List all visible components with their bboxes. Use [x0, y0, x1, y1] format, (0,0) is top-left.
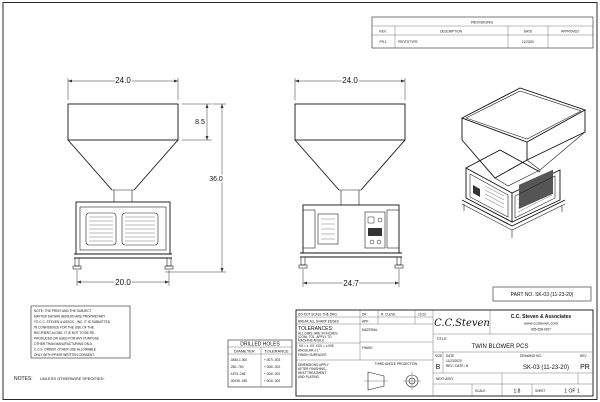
title-block: DO NOT SCALE THE DRG. BREAK ALL SHARP ED…	[295, 309, 594, 397]
description-header: DESCRIPTION	[440, 30, 462, 34]
diameter-header: DIAMETER	[234, 348, 255, 353]
note-line-0: NOTE: THE PRINT AND THE SUBJECT	[34, 309, 91, 313]
hole-tolerance-3: +.003/-.002	[264, 379, 280, 383]
left-blower-grille	[85, 212, 117, 246]
front-view: 24.0 8.5 36.0	[67, 75, 226, 289]
break-edges-note: BREAK ALL SHARP EDGES	[298, 320, 339, 324]
company-phone: 805-658-0207	[531, 328, 551, 332]
date-header: DATE	[524, 30, 532, 34]
rev-row-description: PROTOTYPE	[398, 40, 418, 44]
size-value: B	[436, 364, 441, 371]
next-assy-label: NEXT ASSY	[436, 377, 455, 381]
isometric-view	[460, 87, 587, 238]
drawing-no-label: DRAWING NO.	[520, 354, 542, 358]
hole-diameter-1: .250-.750	[230, 365, 244, 369]
notes-label: NOTES:	[14, 376, 33, 382]
part-number: PART NO. SK-03 (11-23-20)	[511, 292, 574, 298]
tol-line-4: ANGULAR ± 1°	[298, 349, 321, 353]
sheet-value: 1 OF 1	[564, 389, 580, 395]
note-line-8: ONLY WITH PRIOR WRITTEN CONSENT.	[34, 353, 95, 357]
rev-date-value: REV / DATE / B	[446, 364, 468, 368]
date-label: DATE	[446, 354, 454, 358]
note-line-1: MATTER SHOWN HEREON ARE PROPRIETARY	[34, 315, 106, 319]
drawing-no-value: SK-03 (11-23-20)	[523, 365, 569, 371]
right-blower-grille	[121, 212, 159, 246]
tol-line-3: .XX = ± .03 .XXX = ±.005	[298, 344, 334, 348]
note-line-4: RECIPIENT ALONE. IT IS NOT TO BE RE-	[34, 331, 95, 335]
note-line-5: PRODUCED OR USED FOR ANY PURPOSE	[34, 337, 99, 341]
approved-header: APPROVED	[561, 30, 579, 34]
tol-line-5: FINISH SURFACES	[298, 353, 327, 357]
hole-diameter-2: .1875-.248	[230, 372, 245, 376]
size-label: SIZE	[435, 354, 442, 358]
do-not-scale-note: DO NOT SCALE THE DRG.	[298, 313, 338, 317]
revisions-title: REVISIONS	[471, 20, 493, 25]
tolerance-header: TOLERANCE	[264, 348, 289, 353]
dims-note-3: AND PLATING	[298, 375, 320, 379]
tolerances-label: TOLERANCES:	[298, 326, 333, 332]
rev-header: REV.	[379, 30, 386, 34]
rev-value: PR	[580, 364, 590, 371]
company-name: C.C. Steven & Associates	[511, 314, 572, 320]
company-website: www.ccsteven.com	[524, 321, 559, 326]
projection-label: THIRD ANGLE PROJECTION	[375, 362, 418, 366]
note-line-7: C.C.S. ORDER. OTHER USE ALLOWABLE	[34, 348, 96, 352]
date-value: 11/23/2020	[446, 359, 462, 363]
side-base-width-dim: 24.7	[343, 279, 359, 288]
notes-value: UNLESS OTHERWISE SPECIFIED:	[40, 376, 105, 381]
rev-row-rev: PR.1	[379, 40, 386, 44]
front-top-width-dim: 24.0	[115, 76, 131, 85]
signature-logo: C.C.Steven	[434, 318, 490, 329]
hopper-height-dim: 8.5	[195, 119, 205, 126]
title-label: TITLE	[436, 336, 447, 341]
tol-line-0: ALL DIMS. ARE IN INCHES	[298, 332, 338, 336]
hole-tolerance-0: +.007/-.003	[264, 358, 280, 362]
note-line-6: OTHER THAN MANUFACTURING ON A	[34, 342, 93, 346]
sheet-label: SHEET	[535, 389, 546, 393]
dr-value: R. CLEVE	[381, 313, 396, 317]
tol-line-1: (CONL TOL. APPLY TO	[298, 335, 332, 339]
drilled-holes-title: DRILLED HOLES	[240, 342, 280, 348]
finish-label: FINISH	[362, 346, 373, 350]
hole-diameter-3: .00135-.185	[230, 379, 247, 383]
material-label: MATERIAL	[362, 328, 378, 332]
dr-date: 11/23	[418, 313, 426, 317]
dims-note-1: AFTER FINISHING,	[298, 367, 326, 371]
overall-height-dim: 36.0	[209, 176, 223, 183]
dims-note-2: HEAT TREATMENT	[298, 371, 326, 375]
base-width-dim: 20.0	[115, 278, 131, 287]
hole-diameter-0: .0456-1.000	[230, 358, 247, 362]
rev-label: REV	[580, 354, 587, 358]
drilled-holes-table: DRILLED HOLES DIAMETER TOLERANCE .0456-1…	[227, 339, 293, 388]
revisions-table: REVISIONS REV. DESCRIPTION DATE APPROVED…	[371, 16, 594, 49]
scale-label: SCALE	[475, 389, 485, 393]
side-top-width-dim: 24.0	[342, 76, 358, 85]
title-value: TWIN BLOWER PCS	[471, 344, 528, 350]
tol-line-2: MACHINE ANGLE	[298, 339, 324, 343]
side-view: 24.0 24.7	[294, 75, 406, 290]
proprietary-note: NOTE: THE PRINT AND THE SUBJECT MATTER S…	[30, 305, 131, 359]
app-label: APP	[362, 320, 368, 324]
dr-label: DR	[362, 313, 367, 317]
projection-cone-icon	[367, 371, 385, 391]
note-line-3: IN CONFIDENCE FOR THE USE OF THE	[34, 326, 94, 330]
dims-note-0: DIMENSIONS APPLY	[298, 363, 330, 367]
scale-value: 1:8	[514, 389, 521, 395]
rev-row-date: 11/23/20	[522, 40, 534, 44]
note-line-2: TO C.C. STEVEN & ASSOC., INC. IT IS SUBM…	[34, 320, 111, 324]
hole-tolerance-1: +.005/-.002	[264, 365, 280, 369]
hole-tolerance-2: +.004/-.002	[264, 372, 280, 376]
part-number-box: PART NO. SK-03 (11-23-20)	[492, 286, 592, 302]
